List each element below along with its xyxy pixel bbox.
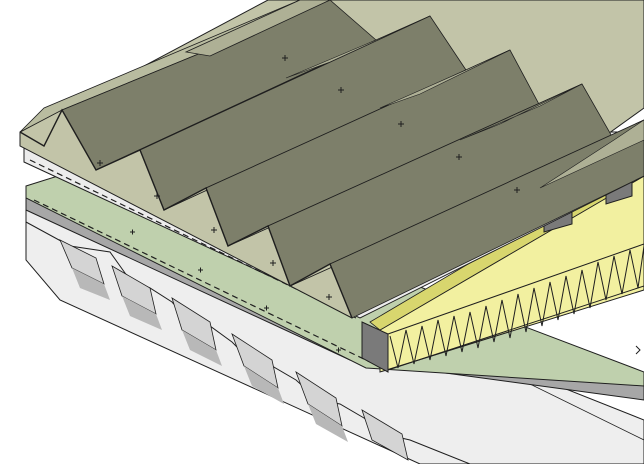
fasteners xyxy=(97,55,520,300)
fastener-mark xyxy=(264,305,269,311)
membrane-dash-line xyxy=(33,199,371,363)
spacer-bracket-left xyxy=(361,321,389,373)
top-sheet xyxy=(19,0,644,319)
liner-deck-rib-shade-5 xyxy=(308,404,348,442)
fastener-mark xyxy=(456,154,462,160)
fastener-mark xyxy=(398,121,404,127)
fastener-mark xyxy=(326,294,332,300)
top-sheet-upper-trough-1 xyxy=(184,0,331,57)
fastener-mark xyxy=(154,193,160,199)
edge-tick-mark xyxy=(635,345,641,355)
top-sheet-upper-trough-5 xyxy=(539,119,644,189)
top-sheet-upper-trough-3 xyxy=(379,49,511,109)
liner-deck-rib-shade-3 xyxy=(182,330,222,366)
fastener-mark xyxy=(211,227,217,233)
spacer-top-chord xyxy=(387,243,644,335)
liner-deck-rib-shade-1 xyxy=(72,268,110,300)
fastener-mark xyxy=(338,87,344,93)
liner-deck-rib-6 xyxy=(361,409,409,461)
fastener-mark xyxy=(282,55,288,61)
top-sheet-upper-trough-4 xyxy=(459,83,583,141)
fastener-mark xyxy=(198,267,203,273)
top-sheet-upper-trough-2 xyxy=(285,15,431,79)
fastener-mark xyxy=(336,347,341,353)
liner-deck-rib-shade-4 xyxy=(244,366,284,404)
spacer-bottom-chord xyxy=(387,285,644,371)
top-sheet-front-profile xyxy=(19,108,353,319)
fastener-mark xyxy=(270,260,276,266)
top-sheet-rib-1 xyxy=(19,0,331,133)
spacer-zigzag xyxy=(389,245,644,369)
fastener-mark xyxy=(97,160,103,166)
fastener-mark xyxy=(130,229,135,235)
lower-fasteners xyxy=(130,229,341,353)
fastener-mark xyxy=(514,187,520,193)
liner-deck-rib-shade-2 xyxy=(122,296,162,330)
